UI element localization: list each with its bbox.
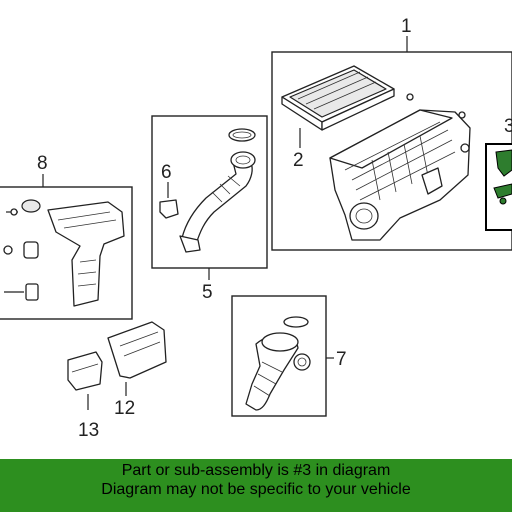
bolt [25,283,39,301]
part-13-cover[interactable]: 13 [67,351,103,441]
bushing [23,241,39,259]
callout-8-label: 8 [37,153,48,174]
grommet [21,199,41,213]
group-5-box [151,115,268,269]
housing-outlet-inner [355,208,373,224]
duct-clamp-inner [232,131,252,139]
housing-outlet [349,202,379,230]
resonator-ribs [57,211,117,229]
banner-line-2: Diagram may not be specific to your vehi… [101,481,411,498]
banner-line-1: Part or sub-assembly is #3 in diagram [121,462,391,479]
part-notice-banner: Part or sub-assembly is #3 in diagram Di… [0,459,512,512]
housing-clip [406,93,414,101]
resonator-body [47,201,125,307]
housing-rib [355,139,453,191]
filter-side-right [321,88,395,131]
outlet-clamp [283,316,309,328]
outlet-seal-inner [297,357,307,367]
resonator-neck-ribs [77,259,97,287]
part-3-grommet [493,183,512,199]
duct-ribs [211,175,241,203]
air-guide-ribs [119,331,161,357]
callout-3-label: 3 [504,116,512,137]
outlet-ribs [253,361,283,397]
duct-end [230,151,256,169]
callout-1-label: 1 [401,16,412,37]
part-3-fastener [499,197,507,205]
part-3-highlight[interactable]: 3 [485,116,512,231]
housing-rib [351,129,449,181]
duct-outlet [179,235,201,253]
group-5-intake-duct[interactable]: 5 6 [151,115,268,303]
housing-lid [329,109,453,169]
outlet-duct-end [261,332,299,352]
housing-rib [359,151,456,201]
part-3-sensor [495,149,512,177]
housing-clip [458,111,466,119]
callout-6-label: 6 [161,162,172,183]
part-6-clip [159,199,179,219]
duct-clamp [228,128,256,142]
filter-pleat [297,71,361,100]
group-1-air-cleaner[interactable]: 1 2 [271,16,512,251]
air-guide-body [107,321,167,379]
filter-media [289,69,387,118]
callout-12-label: 12 [114,398,135,419]
outlet-seal [293,353,311,371]
grommet-dot [10,208,18,216]
callout-7-label: 7 [336,349,347,370]
bushing-dot [3,245,13,255]
air-filter-element[interactable] [281,65,395,131]
group-8-resonator[interactable]: 8 [0,153,133,320]
callout-2-label: 2 [293,150,304,171]
callout-13-label: 13 [78,420,99,441]
air-cleaner-housing[interactable] [329,93,471,241]
cover-rib [71,363,99,373]
intake-duct-hose [181,155,253,245]
cover-body [67,351,103,391]
filter-pleat [305,76,369,105]
housing-rib [344,121,441,171]
filter-pleat [313,81,377,110]
duct-end-inner [235,155,251,165]
housing-grid [371,135,429,201]
part-12-air-guide[interactable]: 12 [107,321,167,419]
group-7-outlet-duct[interactable]: 7 [231,295,347,417]
housing-clip [460,143,470,153]
housing-port [421,167,443,195]
callout-5-label: 5 [202,282,213,303]
